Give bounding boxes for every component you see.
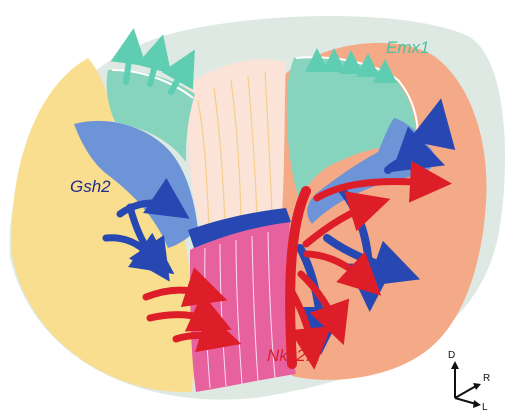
nkx21-label: Nkx2.1 xyxy=(267,346,320,365)
pale-pink-region xyxy=(185,59,286,233)
emx1-label: Emx1 xyxy=(386,38,429,57)
orientation-axes: D R L xyxy=(448,350,490,413)
magenta-region xyxy=(190,220,296,392)
axis-d-label: D xyxy=(448,350,455,361)
axis-r-label: R xyxy=(483,373,490,384)
gsh2-label: Gsh2 xyxy=(70,177,111,196)
axis-l-label: L xyxy=(482,402,488,413)
